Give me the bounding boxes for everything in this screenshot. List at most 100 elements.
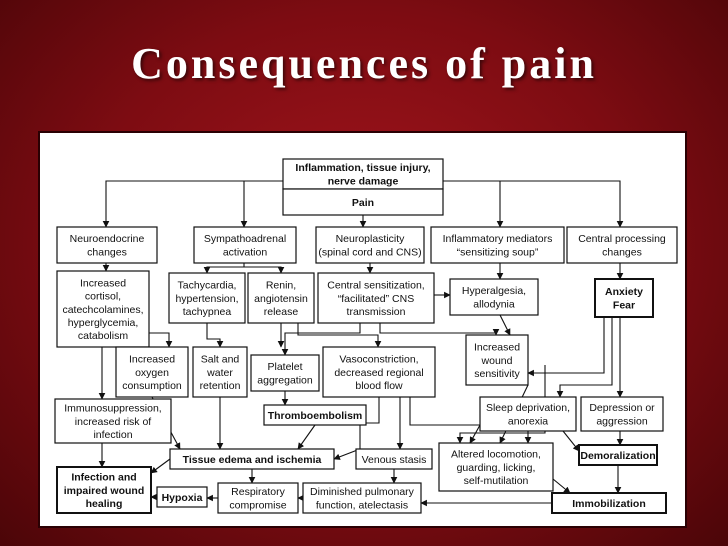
node-label-line: Renin, [266,280,296,292]
node-label-line: changes [87,246,127,258]
connector-arrow [150,458,171,474]
node-immunosuppression: Immunosuppression,increased risk ofinfec… [54,398,172,444]
connector-arrow [499,314,511,336]
node-thromboembolism: Thromboembolism [263,404,367,426]
node-label-line: function, atelectasis [316,499,408,511]
node-label-line: increased risk of [75,416,152,428]
connector-arrows [98,180,624,507]
diagram-nodes: Inflammation, tissue injury,nerve damage… [54,158,678,514]
node-label-line: Salt and [201,354,240,366]
connector-arrow [379,323,500,336]
node-label-line: catabolism [78,330,128,342]
node-label-line: Hyperalgesia, [462,285,526,297]
node-label-line: wound [481,355,513,367]
node-label-line: Anxiety [605,286,643,298]
node-label-line: compromise [229,499,286,511]
node-cortisol: Increasedcortisol,catechcolamines,hyperg… [56,270,150,348]
node-label-line: Vasoconstriction, [339,354,418,366]
node-label-line: impaired wound [64,485,145,497]
node-label-line: water [206,367,233,379]
node-label-line: oxygen [135,367,169,379]
node-label-line: Depression or [589,402,655,414]
node-label-line: Central sensitization, [327,280,424,292]
connector-arrow [527,317,605,377]
node-label-line: self-mutilation [464,475,529,487]
pain-consequences-flowchart: Inflammation, tissue injury,nerve damage… [54,158,678,514]
node-label-line: aggression [596,415,648,427]
node-immobilization: Immobilization [551,492,667,514]
node-label-line: Thromboembolism [268,410,363,422]
node-vasoconstriction: Vasoconstriction,decreased regionalblood… [322,346,436,398]
node-label-line: retention [200,380,241,392]
node-label-line: (spinal cord and CNS) [318,246,421,258]
node-label-line: activation [223,246,268,258]
node-label-line: Sleep deprivation, [486,402,570,414]
node-label-line: Neuroplasticity [336,233,406,245]
node-label-line: Hypoxia [162,492,203,504]
node-label-line: decreased regional [334,367,423,379]
node-label-line: cortisol, [85,291,121,303]
node-label-line: “sensitizing soup” [457,246,539,258]
node-hyperalgesia: Hyperalgesia,allodynia [449,278,539,316]
node-label-line: nerve damage [328,175,399,187]
node-label-line: sensitivity [474,368,520,380]
connector-arrow [244,266,285,274]
connector-arrow [409,397,481,444]
node-label-line: Inflammatory mediators [443,233,553,245]
node-label-line: blood flow [355,380,403,392]
connector-arrow [102,180,363,228]
node-hypoxia: Hypoxia [156,486,208,508]
connector-arrow [556,317,613,398]
connector-arrow [297,323,382,348]
node-label-line: aggregation [257,374,313,386]
node-label-line: Immunosuppression, [64,403,161,415]
connector-arrow [552,478,571,494]
node-label-line: Respiratory [231,486,285,498]
node-label-line: Increased [474,342,520,354]
node-label-line: allodynia [473,298,515,310]
node-label-line: Pain [352,197,374,209]
node-label-line: changes [602,246,642,258]
connector-arrow [562,430,580,452]
node-label-line: healing [86,498,123,510]
node-label-line: Immobilization [572,498,646,510]
node-inflammatory-mediators: Inflammatory mediators“sensitizing soup” [430,226,565,264]
node-label-line: Neuroendocrine [70,233,145,245]
node-label-line: release [264,306,299,318]
connector-arrow [363,180,624,228]
node-central-sensitization: Central sensitization,“facilitated” CNSt… [317,272,435,324]
node-label-line: catechcolamines, [62,304,143,316]
node-label-line: guarding, licking, [457,462,536,474]
node-label-line: Infection and [71,472,136,484]
node-label-line: transmission [347,306,406,318]
node-sleep: Sleep deprivation,anorexia [479,396,577,432]
node-neuroplasticity: Neuroplasticity(spinal cord and CNS) [315,226,425,264]
node-demoralization: Demoralization [578,444,658,466]
node-label-line: Central processing [578,233,666,245]
node-label-line: Increased [129,354,175,366]
node-label-line: Tissue edema and ischemia [183,454,322,466]
connector-arrow [297,424,316,450]
node-tachycardia: Tachycardia,hypertension,tachypnea [168,272,246,324]
node-label-line: hypertension, [175,293,238,305]
node-locomotion: Altered locomotion,guarding, licking,sel… [438,442,554,492]
node-venous-stasis: Venous stasis [355,448,433,470]
node-label-line: Venous stasis [362,454,427,466]
connector-arrow [206,323,224,348]
node-label-line: Platelet [267,361,302,373]
slide-title: Consequences of pain [131,39,597,88]
node-label-line: Sympathoadrenal [204,233,286,245]
connector-arrow [203,263,245,274]
node-label-line: hyperglycemia, [68,317,139,329]
